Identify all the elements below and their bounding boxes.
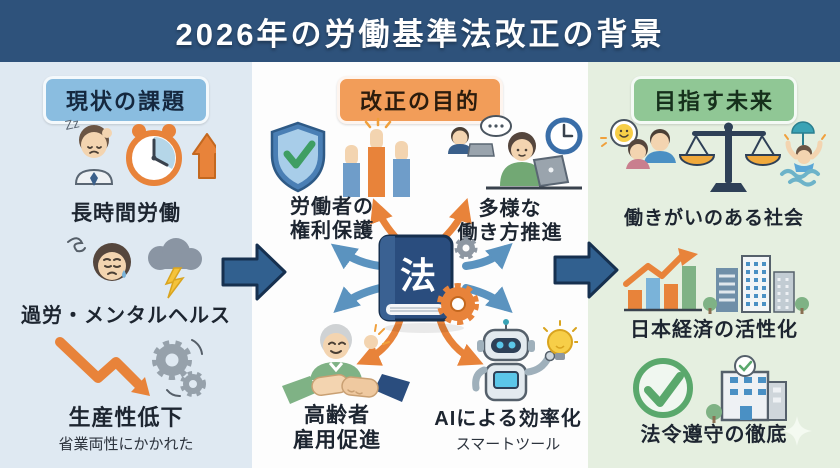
badge-current-issues: 現状の課題 bbox=[42, 76, 209, 124]
robot-lightbulb-icon bbox=[472, 319, 578, 402]
tired-worker-alarm-clock-icon: Zz bbox=[64, 115, 216, 186]
column-current-issues: 現状の課題 Zz 長時間労働 過労・メンタルヘルス bbox=[0, 62, 252, 468]
balance-scale-happy-people-icon bbox=[600, 119, 826, 192]
sparkle-icon bbox=[782, 416, 812, 446]
purpose-label-elderly-employment: 高齢者 雇用促進 bbox=[293, 404, 381, 452]
flow-arrow-purpose-to-future bbox=[553, 241, 619, 299]
column-revision-purpose: 改正の目的 労働者の 権利保護 bbox=[252, 62, 588, 468]
svg-text:Zz: Zz bbox=[64, 115, 81, 133]
purpose-label-ai-efficiency: AIによる効率化 bbox=[434, 408, 582, 430]
purpose-label-diverse-work: 多様な 働き方推進 bbox=[457, 198, 563, 244]
future-label-economy: 日本経済の活性化 bbox=[630, 319, 798, 341]
title-banner: 2026年の労働基準法改正の背景 bbox=[0, 0, 840, 62]
shield-check-raised-hands-icon bbox=[270, 117, 410, 197]
future-label-rewarding-society: 働きがいのある社会 bbox=[623, 208, 804, 229]
badge-target-future: 目指す未来 bbox=[630, 76, 797, 124]
stressed-woman-storm-cloud-icon bbox=[67, 237, 202, 299]
law-book-gear-icon: 法 bbox=[378, 234, 479, 333]
law-character: 法 bbox=[400, 255, 436, 296]
issue-sublabel-productivity: 省業両性にかかれた bbox=[58, 436, 194, 453]
elderly-man-handshake-icon bbox=[282, 324, 410, 404]
column-target-future: 目指す未来 働きがいのある社会 bbox=[588, 62, 840, 468]
purpose-label-worker-rights: 労働者の 権利保護 bbox=[290, 196, 374, 242]
issue-label-long-hours: 長時間労働 bbox=[71, 202, 181, 225]
purpose-sublabel-smart-tools: スマートツール bbox=[455, 436, 561, 453]
check-circle-building-icon bbox=[633, 355, 787, 423]
badge-revision-purpose: 改正の目的 bbox=[336, 76, 503, 124]
issue-label-burnout: 過労・メンタルヘルス bbox=[21, 305, 231, 327]
flow-arrow-issues-to-purpose bbox=[221, 243, 287, 301]
declining-arrow-gears-icon bbox=[55, 337, 206, 397]
issue-label-productivity: 生産性低下 bbox=[68, 405, 184, 430]
growth-chart-city-icon bbox=[623, 248, 809, 314]
remote-workers-clock-icon bbox=[448, 115, 583, 190]
future-label-compliance: 法令遵守の徹底 bbox=[640, 424, 788, 446]
page-title: 2026年の労働基準法改正の背景 bbox=[175, 16, 665, 52]
